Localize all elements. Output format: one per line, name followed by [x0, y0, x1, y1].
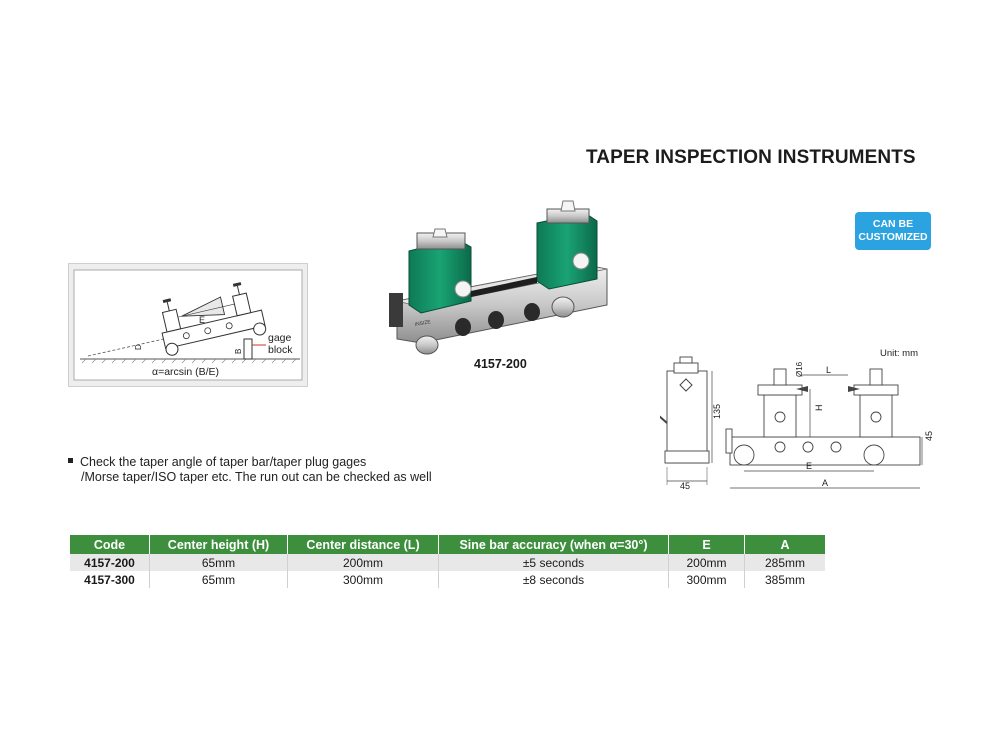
- left-clamp-screw: [432, 228, 448, 238]
- dim-45-bottom-label: 45: [680, 481, 690, 491]
- cell-center-distance: 300mm: [287, 571, 439, 588]
- label-d: D: [134, 344, 143, 350]
- diagram-inner-frame: [73, 269, 303, 381]
- right-clamp-screw: [560, 200, 576, 212]
- header-center-height: Center height (H): [149, 535, 288, 554]
- sine-bar-diagram: E D B gage block α=arcsin (B/E): [68, 263, 308, 387]
- badge-line-1: CAN BE: [872, 218, 914, 230]
- badge-line-2: CUSTOMIZED: [858, 231, 928, 243]
- header-a: A: [744, 535, 825, 554]
- cell-code: 4157-200: [70, 554, 150, 571]
- spec-table: Code Center height (H) Center distance (…: [70, 535, 825, 588]
- dim-e-label: E: [806, 461, 812, 471]
- description-line-2: /Morse taper/ISO taper etc. The run out …: [81, 470, 432, 484]
- base-hole: [488, 311, 504, 329]
- header-center-distance: Center distance (L): [287, 535, 439, 554]
- table-row: 4157-300 65mm 300mm ±8 seconds 300mm 385…: [70, 571, 825, 588]
- customized-badge: CAN BE CUSTOMIZED: [855, 212, 931, 250]
- description-line-1: Check the taper angle of taper bar/taper…: [80, 455, 367, 469]
- side-lever: [660, 415, 668, 424]
- left-center-point: [796, 386, 808, 392]
- right-center-point: [848, 386, 860, 392]
- dim-45-side-label: 45: [924, 431, 934, 441]
- left-center-head: [408, 238, 472, 314]
- front-view: [725, 368, 921, 466]
- cell-center-height: 65mm: [149, 554, 288, 571]
- bullet-square-icon: [68, 458, 73, 464]
- cell-e: 200mm: [668, 554, 745, 571]
- dim-diameter-label: Ø16: [795, 361, 804, 377]
- ground-hatch: [81, 358, 297, 364]
- tilted-instrument: [161, 282, 267, 356]
- dimension-drawing: Unit: mm 135 45 L Ø16 H 45 E: [660, 348, 934, 491]
- page-title: TAPER INSPECTION INSTRUMENTS: [586, 147, 916, 168]
- label-e: E: [199, 315, 205, 325]
- gage-block-shape: [243, 338, 253, 360]
- description-bullet: Check the taper angle of taper bar/taper…: [68, 455, 432, 485]
- roller-right: [551, 296, 575, 318]
- side-center-marker: [679, 378, 693, 392]
- dim-a-label: A: [822, 478, 828, 488]
- dim-h-label: H: [814, 405, 824, 412]
- product-image: INSIZE: [389, 200, 608, 355]
- cell-center-distance: 200mm: [287, 554, 439, 571]
- center-rail: [471, 277, 537, 297]
- cell-code: 4157-300: [70, 571, 150, 588]
- roller-left: [415, 335, 439, 355]
- spec-table-header: Code Center height (H) Center distance (…: [70, 535, 825, 554]
- base-hole: [455, 318, 471, 336]
- side-view: [664, 356, 710, 464]
- header-sine-bar-accuracy: Sine bar accuracy (when α=30°): [438, 535, 669, 554]
- brand-engraving: INSIZE: [414, 319, 432, 328]
- cell-a: 285mm: [744, 554, 825, 571]
- cell-accuracy: ±5 seconds: [438, 554, 669, 571]
- right-lock-knob: [572, 252, 590, 270]
- product-code-label: 4157-200: [474, 357, 527, 371]
- dim-l-label: L: [826, 365, 831, 375]
- gage-block-label-2: block: [268, 344, 293, 356]
- cell-center-height: 65mm: [149, 571, 288, 588]
- left-lock-knob: [454, 280, 472, 298]
- table-row: 4157-200 65mm 200mm ±5 seconds 200mm 285…: [70, 554, 825, 571]
- cell-e: 300mm: [668, 571, 745, 588]
- header-code: Code: [70, 535, 150, 554]
- label-b: B: [234, 349, 243, 354]
- angle-reference-line: [87, 337, 169, 357]
- gage-block-label-1: gage: [268, 332, 292, 344]
- formula-label: α=arcsin (B/E): [152, 366, 219, 378]
- dim-135-label: 135: [712, 404, 722, 419]
- right-center-head: [536, 212, 598, 290]
- cell-accuracy: ±8 seconds: [438, 571, 669, 588]
- unit-label: Unit: mm: [880, 348, 918, 359]
- cell-a: 385mm: [744, 571, 825, 588]
- base-hole: [524, 303, 540, 321]
- header-e: E: [668, 535, 745, 554]
- end-stop: [389, 293, 403, 327]
